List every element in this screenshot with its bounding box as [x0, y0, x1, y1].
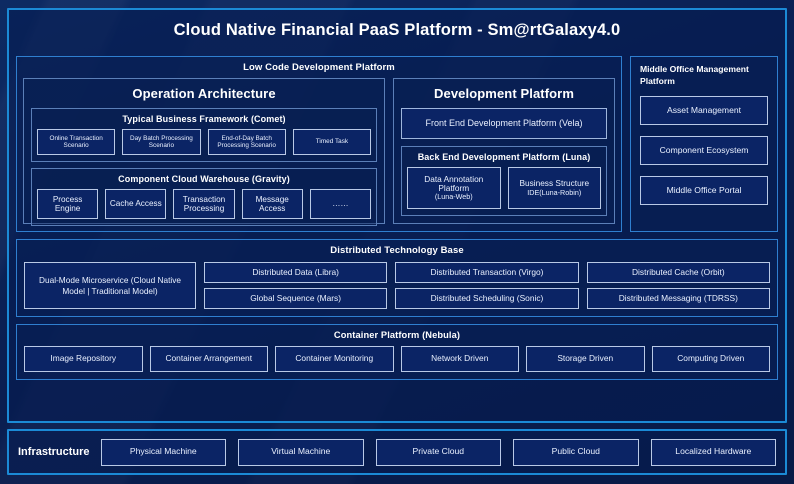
chip-public-cloud[interactable]: Public Cloud	[513, 438, 639, 466]
container-platform: Container Platform (Nebula) Image Reposi…	[16, 324, 778, 380]
component-cloud-warehouse-title: Component Cloud Warehouse (Gravity)	[118, 174, 290, 184]
middle-office-items: Asset Management Component Ecosystem Mid…	[640, 96, 768, 222]
back-end-items: Data Annotation Platform (Luna-Web) Busi…	[407, 167, 601, 209]
low-code-columns: Operation Architecture Typical Business …	[23, 78, 615, 226]
platform-title-bar: Cloud Native Financial PaaS Platform - S…	[9, 10, 785, 50]
chip-middle-office-portal[interactable]: Middle Office Portal	[640, 176, 768, 206]
chip-cache-access[interactable]: Cache Access	[105, 189, 167, 219]
top-row: Low Code Development Platform Operation …	[16, 56, 778, 232]
chip-end-of-day-batch-processing-scenario[interactable]: End-of-Day Batch Processing Scenario	[207, 129, 286, 155]
dtb-column-3: Distributed Cache (Orbit) Distributed Me…	[586, 262, 770, 309]
chip-message-access[interactable]: Message Access	[241, 189, 303, 219]
platform-body: Low Code Development Platform Operation …	[9, 50, 785, 421]
dtb-column-2: Distributed Transaction (Virgo) Distribu…	[395, 262, 579, 309]
chip-business-structure-sub: IDE(Luna-Robin)	[527, 187, 582, 197]
chip-virtual-machine[interactable]: Virtual Machine	[238, 438, 364, 466]
container-platform-title: Container Platform (Nebula)	[333, 330, 461, 340]
typical-business-framework-title: Typical Business Framework (Comet)	[122, 114, 286, 124]
chip-online-transaction-scenario[interactable]: Online Transaction Scenario	[37, 129, 116, 155]
chip-more-ellipsis[interactable]: ……	[309, 189, 372, 219]
operation-architecture-title: Operation Architecture	[132, 86, 276, 101]
platform-panel: Cloud Native Financial PaaS Platform - S…	[7, 8, 787, 423]
container-platform-items: Image Repository Container Arrangement C…	[24, 346, 770, 372]
chip-private-cloud[interactable]: Private Cloud	[375, 438, 502, 466]
chip-business-structure-ide[interactable]: Business Structure IDE(Luna-Robin)	[507, 167, 601, 209]
distributed-technology-base-title: Distributed Technology Base	[330, 245, 464, 256]
component-cloud-warehouse-items: Process Engine Cache Access Transaction …	[37, 189, 372, 219]
low-code-development-platform: Low Code Development Platform Operation …	[16, 56, 622, 232]
chip-storage-driven[interactable]: Storage Driven	[526, 346, 645, 372]
distributed-technology-base: Distributed Technology Base Dual-Mode Mi…	[16, 239, 778, 317]
chip-physical-machine[interactable]: Physical Machine	[100, 438, 227, 466]
development-platform-title: Development Platform	[434, 86, 574, 101]
chip-data-annotation-platform-main: Data Annotation Platform	[424, 173, 484, 193]
chip-dual-mode-microservice[interactable]: Dual-Mode Microservice (Cloud Native Mod…	[24, 262, 196, 309]
chip-image-repository[interactable]: Image Repository	[24, 346, 143, 372]
page-title: Cloud Native Financial PaaS Platform - S…	[173, 20, 621, 39]
development-platform-panel: Development Platform Front End Developme…	[393, 78, 615, 224]
chip-distributed-data[interactable]: Distributed Data (Libra)	[204, 262, 388, 283]
dtb-column-1: Distributed Data (Libra) Global Sequence…	[204, 262, 388, 309]
chip-distributed-messaging[interactable]: Distributed Messaging (TDRSS)	[586, 288, 770, 309]
chip-transaction-processing[interactable]: Transaction Processing	[173, 189, 235, 219]
chip-business-structure-main: Business Structure	[519, 178, 590, 189]
infrastructure-label: Infrastructure	[18, 446, 90, 458]
chip-process-engine[interactable]: Process Engine	[37, 189, 99, 219]
back-end-development-platform-title: Back End Development Platform (Luna)	[417, 152, 591, 162]
chip-container-arrangement[interactable]: Container Arrangement	[149, 346, 268, 372]
chip-asset-management[interactable]: Asset Management	[640, 96, 768, 126]
chip-day-batch-processing-scenario[interactable]: Day Batch Processing Scenario	[122, 129, 201, 155]
chip-component-ecosystem[interactable]: Component Ecosystem	[640, 136, 768, 166]
distributed-technology-base-body: Dual-Mode Microservice (Cloud Native Mod…	[24, 262, 770, 309]
chip-data-annotation-platform-sub: (Luna-Web)	[434, 192, 473, 202]
chip-distributed-cache[interactable]: Distributed Cache (Orbit)	[586, 262, 770, 283]
operation-architecture-panel: Operation Architecture Typical Business …	[23, 78, 386, 226]
middle-office-management-platform: Middle Office Management Platform Asset …	[630, 56, 778, 232]
chip-network-driven[interactable]: Network Driven	[400, 346, 519, 372]
chip-container-monitoring[interactable]: Container Monitoring	[275, 346, 394, 372]
chip-global-sequence[interactable]: Global Sequence (Mars)	[204, 288, 388, 309]
component-cloud-warehouse-group: Component Cloud Warehouse (Gravity) Proc…	[31, 168, 378, 226]
chip-computing-driven[interactable]: Computing Driven	[651, 346, 770, 372]
chip-localized-hardware[interactable]: Localized Hardware	[650, 438, 777, 466]
chip-distributed-scheduling[interactable]: Distributed Scheduling (Sonic)	[395, 288, 579, 309]
typical-business-framework-items: Online Transaction Scenario Day Batch Pr…	[37, 129, 372, 155]
back-end-development-platform-group: Back End Development Platform (Luna) Dat…	[401, 146, 607, 216]
chip-data-annotation-platform[interactable]: Data Annotation Platform (Luna-Web)	[407, 167, 501, 209]
infrastructure-items: Physical Machine Virtual Machine Private…	[100, 438, 777, 466]
chip-distributed-transaction[interactable]: Distributed Transaction (Virgo)	[395, 262, 579, 283]
low-code-header: Low Code Development Platform	[243, 62, 395, 73]
middle-office-title: Middle Office Management Platform	[640, 64, 749, 86]
typical-business-framework-group: Typical Business Framework (Comet) Onlin…	[31, 108, 378, 162]
infrastructure-panel: Infrastructure Physical Machine Virtual …	[7, 429, 787, 475]
chip-timed-task[interactable]: Timed Task	[292, 129, 372, 155]
chip-front-end-development-platform[interactable]: Front End Development Platform (Vela)	[401, 108, 607, 139]
